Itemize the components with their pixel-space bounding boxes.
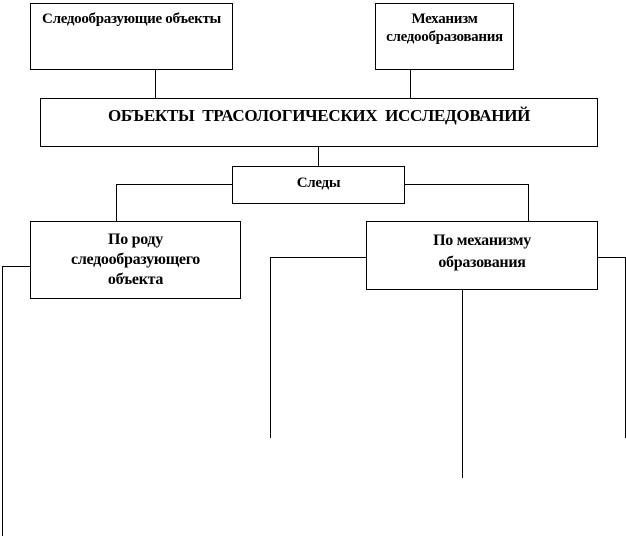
traces-box: Следы [232,166,405,204]
trace-forming-objects-box: Следообразующие объекты [30,3,233,70]
box-label-line: следообразования [386,29,503,45]
connector-traces-mechanism [404,184,529,221]
box-label-line: По роду [108,231,163,248]
connector-kind-branch [2,266,30,536]
main-title-box: ОБЪЕКТЫ ТРАСОЛОГИЧЕСКИХ ИССЛЕДОВАНИЙ [40,98,598,147]
box-label-line: Механизм [411,11,478,27]
by-mechanism-box: По механизму образования [366,221,598,290]
box-label-line: По механизму [433,232,531,249]
box-label: Следообразующие объекты [42,11,221,27]
connector-mechanism-left-branch [270,257,366,438]
box-label: Следы [296,175,341,191]
main-title: ОБЪЕКТЫ ТРАСОЛОГИЧЕСКИХ ИССЛЕДОВАНИЙ [107,106,531,125]
connector-traces-kind [116,184,232,221]
box-label-line: следообразующего [71,251,200,268]
connector-mechanism-right-branch [597,257,626,438]
trace-mechanism-box: Механизм следообразования [375,3,514,70]
by-kind-box: По роду следообразующего объекта [30,221,241,299]
box-label-line: образования [438,254,526,271]
box-label-line: объекта [107,271,164,288]
